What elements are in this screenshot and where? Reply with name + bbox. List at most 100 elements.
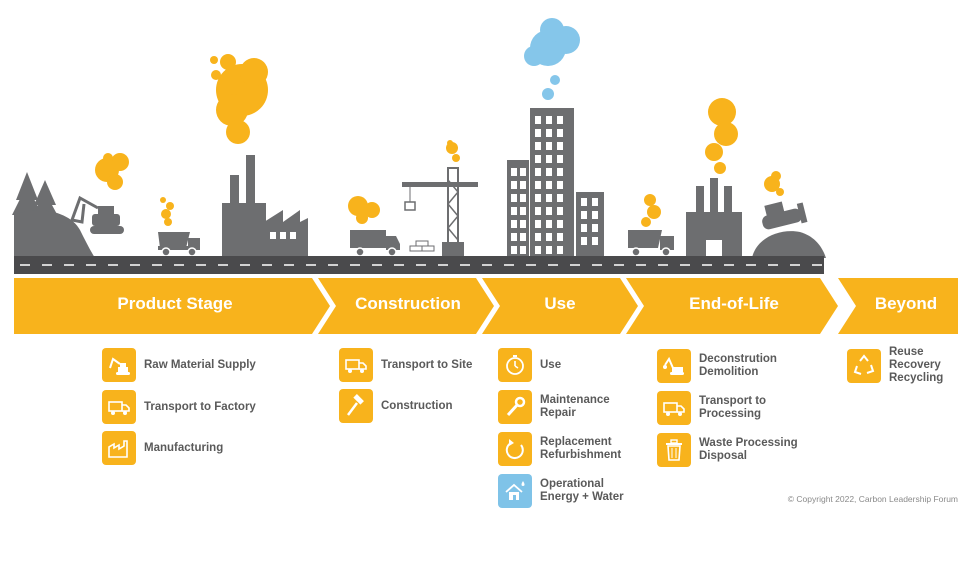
item-transport-to-factory: Transport to Factory bbox=[102, 390, 256, 424]
building-window bbox=[557, 181, 563, 189]
building-window bbox=[592, 237, 598, 245]
building-window bbox=[546, 246, 552, 254]
item-label: Replacement bbox=[540, 436, 612, 448]
hill bbox=[14, 210, 95, 258]
stage-arrow-bar bbox=[14, 278, 958, 334]
building-window bbox=[581, 224, 587, 232]
building-window bbox=[511, 246, 517, 254]
stage-arrow-end-of-life bbox=[626, 278, 838, 334]
item-label: Use bbox=[540, 358, 562, 371]
building-window bbox=[511, 207, 517, 215]
building-window bbox=[535, 246, 541, 254]
demolition-icon bbox=[657, 349, 691, 383]
truck-icon bbox=[102, 390, 136, 424]
building-window bbox=[592, 198, 598, 206]
item-manufacturing: Manufacturing bbox=[102, 431, 223, 465]
skyscraper-icon bbox=[507, 18, 604, 258]
building-window bbox=[546, 129, 552, 137]
hammer-icon bbox=[339, 389, 373, 423]
item-label: Manufacturing bbox=[144, 441, 224, 454]
item-label: Deconstrution bbox=[699, 353, 777, 365]
item-label: Transport to Site bbox=[381, 358, 473, 371]
item-raw-material-supply: Raw Material Supply bbox=[102, 348, 256, 382]
item-label: Maintenance bbox=[540, 394, 610, 406]
stage-arrow-product bbox=[14, 278, 330, 334]
building-window bbox=[546, 155, 552, 163]
stage-arrow-beyond bbox=[838, 278, 958, 334]
building-window bbox=[511, 181, 517, 189]
building-window bbox=[520, 168, 526, 176]
item-label: Operational bbox=[540, 478, 604, 490]
building-window bbox=[546, 194, 552, 202]
item-label: Transport to bbox=[699, 395, 767, 407]
building-window bbox=[557, 246, 563, 254]
wrench-icon bbox=[498, 390, 532, 424]
truck-icon bbox=[339, 348, 373, 382]
stage-label-beyond: Beyond bbox=[874, 294, 938, 313]
building-window bbox=[520, 246, 526, 254]
item-transport-to-site: Transport to Site bbox=[339, 348, 472, 382]
building-window bbox=[520, 181, 526, 189]
refresh-icon bbox=[498, 432, 532, 466]
building-window bbox=[535, 207, 541, 215]
stage-label-construction: Construction bbox=[355, 294, 461, 313]
building-window bbox=[592, 211, 598, 219]
building-window bbox=[546, 181, 552, 189]
building-window bbox=[535, 155, 541, 163]
building-window bbox=[511, 194, 517, 202]
building-window bbox=[535, 181, 541, 189]
building-window bbox=[511, 220, 517, 228]
item-construction: Construction bbox=[339, 389, 453, 423]
item-label: Transport to Factory bbox=[144, 400, 256, 413]
copyright-notice: © Copyright 2022, Carbon Leadership Foru… bbox=[787, 494, 958, 504]
item-label: Energy + Water bbox=[540, 491, 624, 503]
truck-icon bbox=[657, 391, 691, 425]
stage-label-end-of-life: End-of-Life bbox=[689, 294, 779, 313]
trash-icon bbox=[657, 433, 691, 467]
building-window bbox=[546, 142, 552, 150]
excavator-icon bbox=[69, 153, 129, 234]
crane-icon bbox=[402, 140, 478, 258]
building-window bbox=[557, 233, 563, 241]
item-label: Repair bbox=[540, 407, 576, 419]
stage-label-product: Product Stage bbox=[117, 294, 233, 313]
excavator-icon bbox=[102, 348, 136, 382]
building-window bbox=[557, 220, 563, 228]
building-window bbox=[557, 155, 563, 163]
stage-label-use: Use bbox=[544, 294, 576, 313]
building-window bbox=[511, 168, 517, 176]
building-window bbox=[535, 194, 541, 202]
stage-arrow-construction bbox=[318, 278, 494, 334]
building-window bbox=[546, 168, 552, 176]
item-label: Construction bbox=[381, 399, 453, 412]
item-label: Demolition bbox=[699, 366, 759, 378]
item-label: Processing bbox=[699, 408, 761, 420]
house-water-icon bbox=[498, 474, 532, 508]
bulldozer-icon bbox=[752, 171, 826, 258]
recycle-icon bbox=[847, 348, 881, 383]
building-window bbox=[535, 220, 541, 228]
building-window bbox=[520, 194, 526, 202]
building-window bbox=[581, 237, 587, 245]
building-window bbox=[546, 220, 552, 228]
dump-truck-icon bbox=[158, 197, 200, 257]
building-window bbox=[581, 211, 587, 219]
stage-arrow-use bbox=[482, 278, 638, 334]
processing-plant-icon bbox=[686, 98, 742, 258]
delivery-truck-icon bbox=[348, 196, 400, 257]
factory-icon bbox=[102, 431, 136, 465]
building-window bbox=[557, 168, 563, 176]
building-window bbox=[535, 129, 541, 137]
building-window bbox=[511, 233, 517, 241]
building-window bbox=[546, 207, 552, 215]
building-window bbox=[535, 116, 541, 124]
building-window bbox=[520, 207, 526, 215]
building-window bbox=[546, 233, 552, 241]
